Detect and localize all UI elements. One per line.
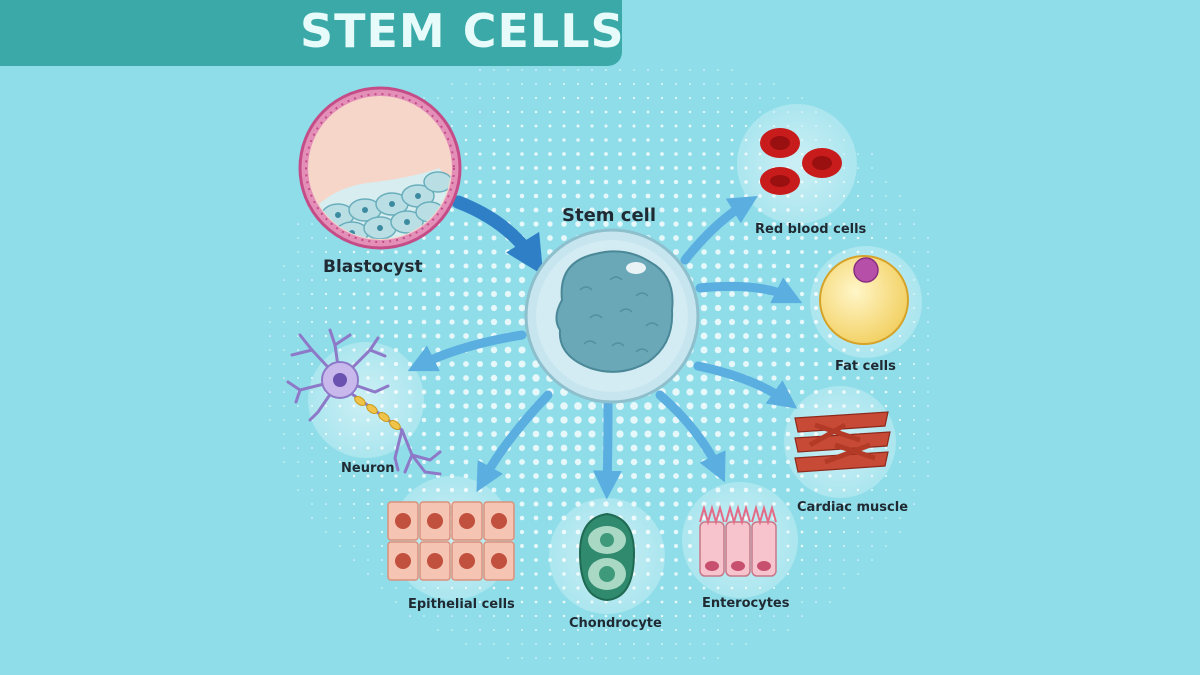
- arrow-to-red-blood-cells: [680, 196, 758, 265]
- cardiac-muscle-illustration: [794, 411, 891, 473]
- arrow-to-epithelial-cells: [476, 390, 553, 493]
- arrow-to-cardiac-muscle: [693, 361, 798, 409]
- arrow-to-enterocytes: [655, 390, 726, 483]
- epithelial-cells-illustration: [387, 501, 515, 581]
- label-enterocytes: Enterocytes: [702, 596, 790, 611]
- label-chondrocyte: Chondrocyte: [569, 616, 662, 631]
- arrow-to-chondrocyte: [593, 395, 622, 500]
- chondrocyte-illustration: [578, 512, 636, 602]
- label-epithelial-cells: Epithelial cells: [408, 597, 515, 612]
- label-blastocyst: Blastocyst: [323, 257, 423, 277]
- label-neuron: Neuron: [341, 461, 395, 476]
- neuron-illustration: [286, 328, 442, 476]
- stem-cell-illustration: [524, 228, 700, 404]
- blastocyst-illustration: [298, 86, 462, 250]
- label-cardiac-muscle: Cardiac muscle: [797, 500, 909, 515]
- arrow-to-neuron: [407, 330, 527, 372]
- label-red-blood-cells: Red blood cells: [755, 222, 867, 237]
- page-title: STEM CELLS: [300, 4, 625, 58]
- title-banner: STEM CELLS: [0, 0, 625, 66]
- fat-cell-illustration: [819, 255, 909, 345]
- label-fat-cells: Fat cells: [835, 359, 896, 374]
- arrow-to-fat-cells: [695, 277, 803, 304]
- arrow-blastocyst-to-stem-cell: [451, 195, 544, 276]
- label-stem-cell: Stem cell: [562, 205, 657, 226]
- red-blood-cells-illustration: [760, 128, 842, 195]
- enterocytes-illustration: [699, 504, 777, 577]
- arrows: [407, 195, 803, 500]
